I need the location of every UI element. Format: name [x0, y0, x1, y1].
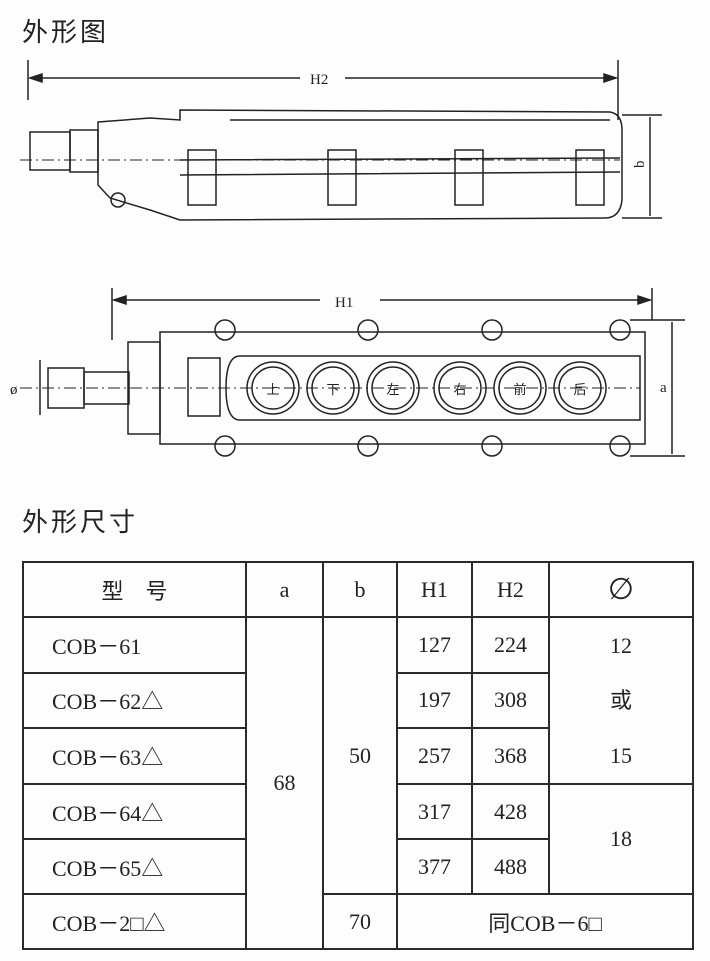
phi-value: 12 [610, 633, 632, 658]
phi-cell: 12 或 15 [548, 616, 694, 785]
dimensions-title: 外形尺寸 [22, 508, 139, 538]
header-h2: H2 [471, 561, 550, 618]
phi-label: ø [10, 382, 18, 398]
phi-or: 或 [609, 688, 632, 713]
button-label: 后 [573, 383, 586, 398]
b-cell: 50 [322, 616, 398, 895]
h1-cell: 317 [396, 783, 473, 840]
table-row: COB－63△ 257 368 [22, 727, 693, 785]
h2-cell: 368 [471, 727, 550, 785]
button-label: 前 [513, 382, 526, 398]
h1-label: H1 [335, 295, 353, 311]
model-cell: COB－63△ [22, 727, 247, 785]
push-buttons [246, 361, 607, 415]
button-label: 上 [266, 383, 279, 398]
top-view-drawing: H1 a ø 上 下 左 右 前 后 [10, 288, 685, 457]
b-label: b [632, 161, 648, 169]
button-label: 左 [386, 383, 399, 398]
button-label: 右 [453, 383, 466, 398]
model-cell: COB－62△ [22, 671, 247, 730]
drawing-title: 外形图 [22, 18, 110, 48]
side-buttons [187, 149, 605, 206]
h2-cell: 488 [471, 838, 550, 895]
h2-cell: 308 [471, 671, 550, 730]
phi-cell: 18 [548, 783, 694, 895]
table-row: COB－62△ 197 308 [22, 671, 693, 730]
a-cell: 68 [245, 616, 324, 950]
header-a: a [245, 561, 324, 618]
h1-cell: 377 [396, 838, 473, 895]
dimensions-table: 型 号 a b H1 H2 ∅ COB－61 68 50 127 224 12 … [22, 561, 694, 950]
h2-cell: 428 [471, 783, 550, 840]
table-row: COB－2□△ 70 同COB－6□ [22, 893, 694, 950]
h1-cell: 197 [396, 671, 473, 730]
h2-label: H2 [310, 72, 328, 88]
table-row: COB－64△ 317 428 18 [22, 783, 694, 895]
note-cell: 同COB－6□ [396, 893, 694, 950]
header-b: b [322, 561, 398, 618]
phi-value: 15 [610, 743, 632, 768]
table-row: COB－61 68 50 127 224 12 或 15 [22, 616, 694, 950]
b-cell: 70 [322, 893, 398, 950]
model-cell: COB－64△ [22, 783, 247, 840]
model-cell: COB－2□△ [22, 893, 247, 950]
header-h1: H1 [396, 561, 473, 618]
table-row: COB－65△ 377 488 [22, 838, 693, 895]
header-model: 型 号 [22, 561, 247, 618]
h1-cell: 257 [396, 727, 473, 785]
h1-cell: 127 [396, 616, 473, 674]
header-phi: ∅ [548, 561, 694, 618]
side-view-drawing: H2 b [20, 60, 662, 221]
model-cell: COB－65△ [22, 838, 247, 895]
table-header-row: 型 号 a b H1 H2 ∅ [22, 561, 694, 618]
button-label: 下 [326, 383, 339, 398]
a-label: a [660, 380, 667, 396]
model-cell: COB－61 [22, 616, 247, 674]
h2-cell: 224 [471, 616, 550, 674]
mounting-screws [214, 319, 631, 457]
